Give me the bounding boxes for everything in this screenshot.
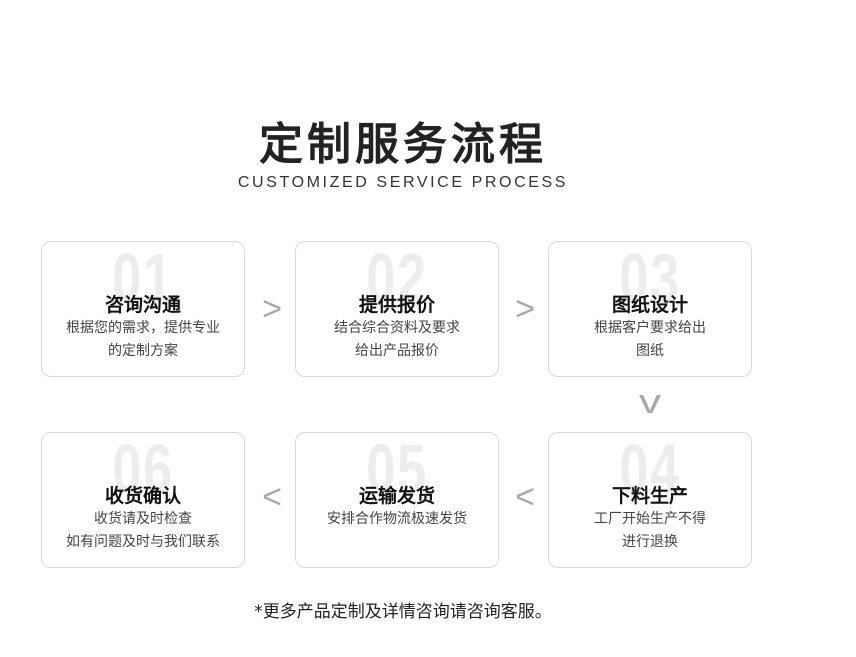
step-title: 图纸设计 bbox=[611, 294, 688, 316]
step-description-line: 给出产品报价 bbox=[355, 343, 439, 359]
step-description-line: 图纸 bbox=[636, 343, 664, 359]
step-description: 结合综合资料及要求 给出产品报价 bbox=[302, 317, 492, 363]
step-description-line: 安排合作物流极速发货 bbox=[327, 511, 467, 527]
step-number: 04 bbox=[619, 432, 681, 508]
page-subtitle: CUSTOMIZED SERVICE PROCESS bbox=[237, 174, 569, 191]
step-card-04: 04 下料生产 工厂开始生产不得 进行退换 bbox=[548, 432, 752, 568]
step-number: 06 bbox=[112, 432, 174, 508]
step-description: 安排合作物流极速发货 bbox=[302, 508, 492, 531]
step-number: 03 bbox=[619, 241, 681, 317]
step-description-line: 如有问题及时与我们联系 bbox=[66, 534, 220, 550]
arrow-left-icon: < bbox=[262, 478, 282, 516]
step-card-01: 01 咨询沟通 根据您的需求，提供专业 的定制方案 bbox=[41, 241, 245, 377]
arrow-down-icon: v bbox=[638, 383, 662, 421]
step-title: 提供报价 bbox=[358, 294, 435, 316]
step-card-02: 02 提供报价 结合综合资料及要求 给出产品报价 bbox=[295, 241, 499, 377]
step-title: 咨询沟通 bbox=[104, 294, 181, 316]
step-description-line: 的定制方案 bbox=[108, 343, 178, 359]
arrow-right-icon: > bbox=[515, 290, 535, 328]
step-description: 根据客户要求给出 图纸 bbox=[555, 317, 745, 363]
step-description: 根据您的需求，提供专业 的定制方案 bbox=[48, 317, 238, 363]
step-description-line: 结合综合资料及要求 bbox=[334, 320, 460, 336]
step-description-line: 收货请及时检查 bbox=[94, 511, 192, 527]
step-description-line: 根据客户要求给出 bbox=[594, 320, 706, 336]
step-title: 下料生产 bbox=[611, 485, 688, 507]
step-description-line: 工厂开始生产不得 bbox=[594, 511, 706, 527]
step-description: 收货请及时检查 如有问题及时与我们联系 bbox=[48, 508, 238, 554]
step-description-line: 根据您的需求，提供专业 bbox=[66, 320, 220, 336]
step-card-03: 03 图纸设计 根据客户要求给出 图纸 bbox=[548, 241, 752, 377]
step-card-06: 06 收货确认 收货请及时检查 如有问题及时与我们联系 bbox=[41, 432, 245, 568]
step-title: 收货确认 bbox=[104, 485, 181, 507]
page-title: 定制服务流程 bbox=[259, 119, 547, 170]
step-number: 01 bbox=[112, 241, 174, 317]
arrow-left-icon: < bbox=[515, 478, 535, 516]
step-number: 02 bbox=[366, 241, 428, 317]
arrow-right-icon: > bbox=[262, 290, 282, 328]
footer-note: *更多产品定制及详情咨询请咨询客服。 bbox=[254, 602, 552, 622]
step-description: 工厂开始生产不得 进行退换 bbox=[555, 508, 745, 554]
step-description-line: 进行退换 bbox=[622, 534, 678, 550]
step-number: 05 bbox=[366, 432, 428, 508]
step-title: 运输发货 bbox=[358, 485, 435, 507]
step-card-05: 05 运输发货 安排合作物流极速发货 bbox=[295, 432, 499, 568]
